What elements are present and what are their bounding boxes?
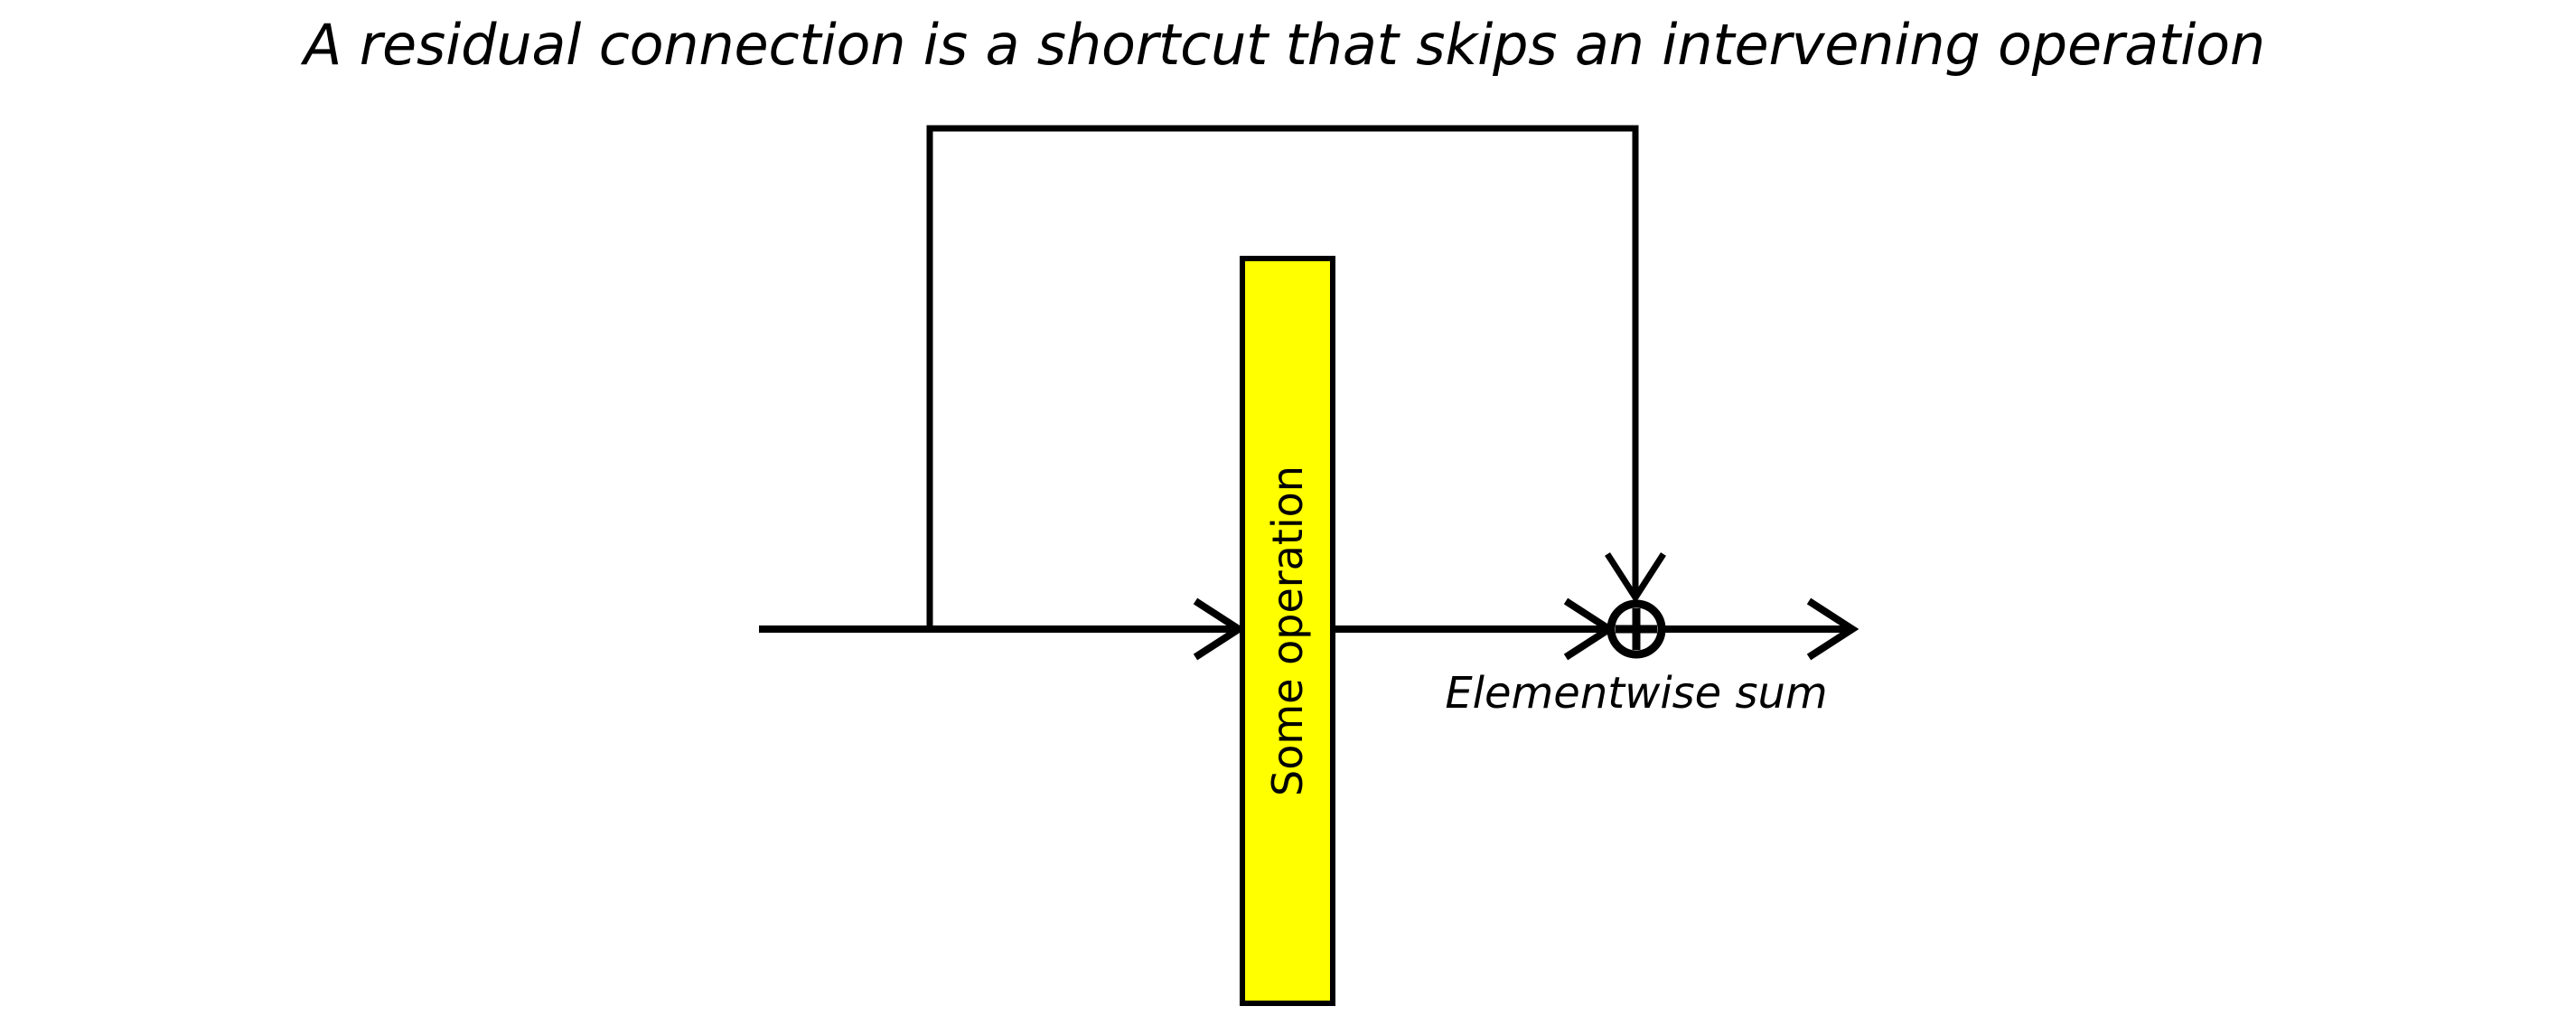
skip-connection-arrowhead-icon bbox=[1605, 552, 1666, 604]
skip-connection-path bbox=[926, 125, 1639, 630]
operation-block-label: Some operation bbox=[1263, 465, 1312, 796]
output-edge bbox=[1665, 597, 1859, 661]
operation-block-label-wrapper: Some operation bbox=[1245, 261, 1330, 1001]
block-to-sum-edge bbox=[1335, 597, 1616, 661]
page-title: A residual connection is a shortcut that… bbox=[0, 7, 2576, 83]
input-edge bbox=[759, 597, 1246, 661]
elementwise-sum-caption: Elementwise sum bbox=[1445, 668, 1828, 719]
operation-block[interactable]: Some operation bbox=[1240, 256, 1335, 1006]
output-arrowhead-icon bbox=[1806, 597, 1859, 661]
elementwise-sum-icon bbox=[1606, 599, 1666, 659]
page-title-text: A residual connection is a shortcut that… bbox=[304, 12, 2265, 78]
input-arrowhead-icon bbox=[1193, 597, 1246, 661]
skip-connection-edge bbox=[926, 125, 1666, 630]
